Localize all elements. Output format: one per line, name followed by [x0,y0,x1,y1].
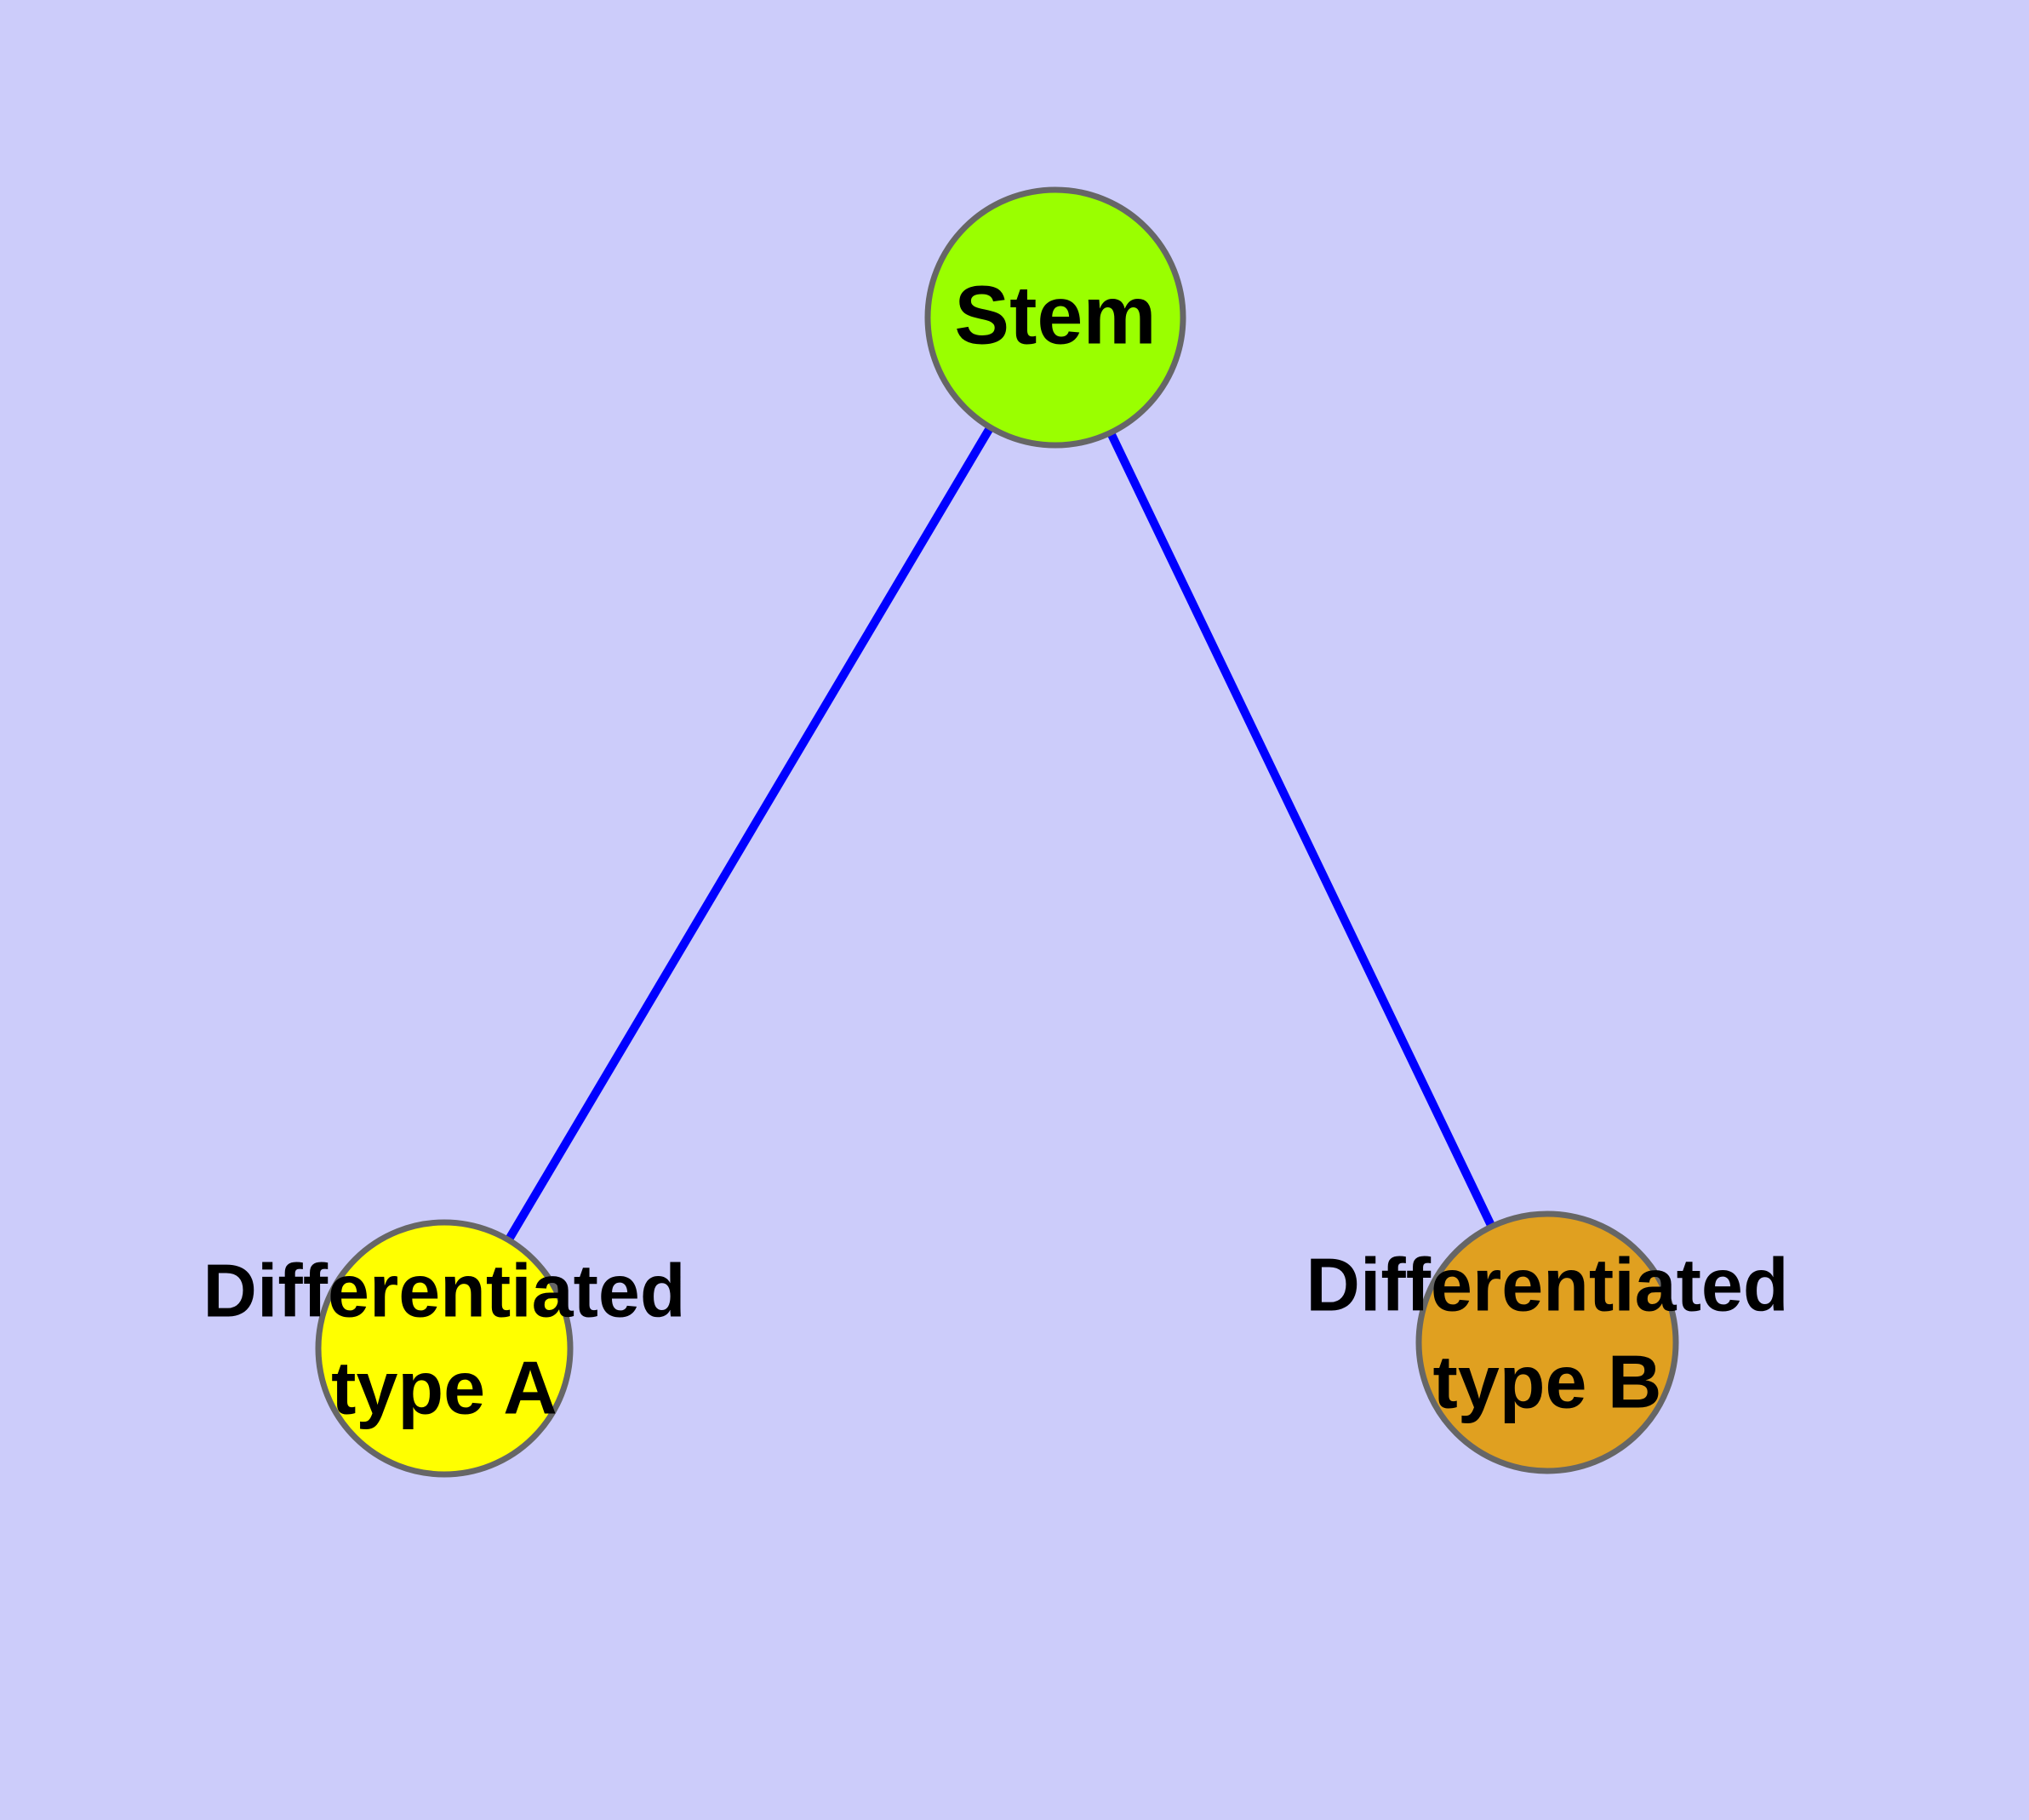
node-stem-circle[interactable] [924,186,1186,449]
node-stem[interactable] [924,186,1186,449]
node-differentiated-type-a-circle[interactable] [315,1219,574,1478]
edge-stem-to-differentiated-type-a[interactable] [440,315,1060,1351]
node-differentiated-type-a[interactable] [315,1219,574,1478]
node-differentiated-type-b-label-line2: type B [1433,1339,1662,1423]
node-differentiated-type-b-label-line1: Differentiated [1306,1242,1788,1326]
edge-layer [440,315,1552,1351]
edge-stem-to-differentiated-type-b[interactable] [1051,315,1552,1345]
node-differentiated-type-b-circle[interactable] [1415,1210,1679,1474]
label-layer: Stem Differentiated type A Differentiate… [203,269,1788,1430]
node-differentiated-type-a-label-line1: Differentiated [203,1248,685,1332]
node-stem-label: Stem [954,269,1156,362]
node-differentiated-type-b[interactable] [1415,1210,1679,1474]
node-layer [315,186,1679,1478]
node-differentiated-type-a-label-line2: type A [331,1345,557,1429]
